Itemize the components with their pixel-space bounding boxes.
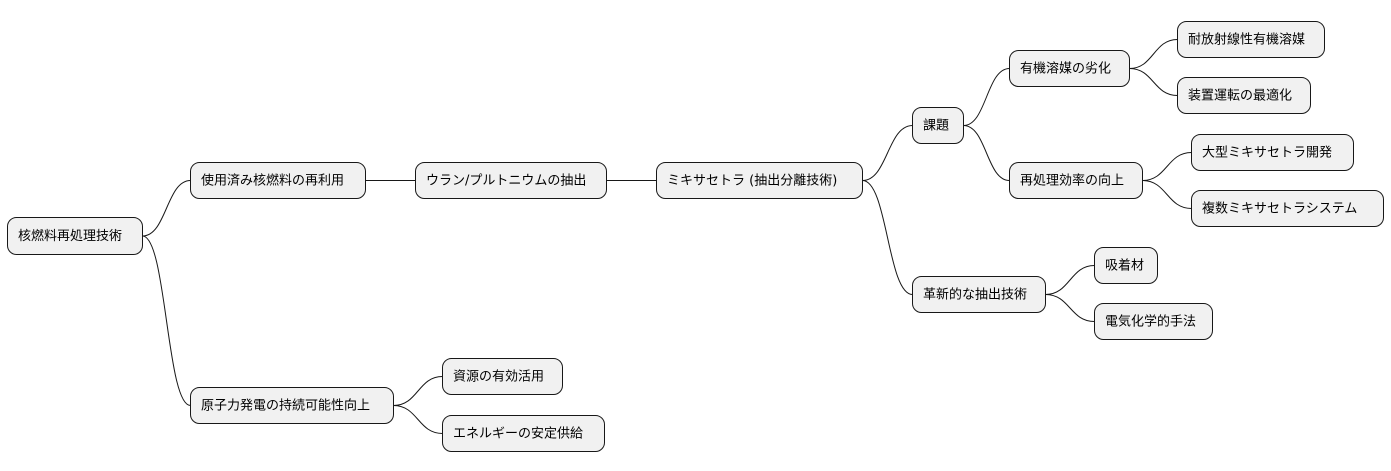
edge-root-children-0-children-0-children-0-children-1-children-1 [1045,294,1095,322]
mindmap-node-root-children-0-children-0-children-0-children-0-children-0-children-0: 耐放射線性有機溶媒 [1177,21,1325,58]
node-box [1177,21,1325,58]
edge-root-children-1 [142,235,191,406]
node-box [442,358,563,395]
node-label: ミキサセトラ (抽出分離技術) [667,174,837,189]
mindmap-node-root-children-0-children-0-children-0-children-0-children-1-children-1: 複数ミキサセトラシステム [1191,190,1384,227]
mindmap-node-root-children-0-children-0-children-0-children-1-children-0: 吸着材 [1094,247,1158,284]
mindmap-node-root-children-1: 原子力発電の持続可能性向上 [190,387,394,424]
node-label: 大型ミキサセトラ開発 [1202,146,1332,161]
node-box [190,387,394,424]
edge-root-children-0-children-0-children-0-children-1 [862,180,913,295]
mindmap-nodes: 核燃料再処理技術 使用済み核燃料の再利用 ウラン/プルトニウムの抽出 ミキサセトラ (… [7,21,1384,452]
edge-root-children-0-children-0-children-0-children-0-children-0 [963,68,1010,126]
node-box [1094,303,1213,340]
mindmap-node-root-children-0-children-0-children-0-children-0: 課題 [912,107,964,144]
node-box [1191,134,1354,171]
mindmap-node-root-children-0: 使用済み核燃料の再利用 [190,162,366,199]
mindmap-node-root-children-0-children-0-children-0-children-1-children-1: 電気化学的手法 [1094,303,1213,340]
edge-root-children-1-children-0 [393,376,443,406]
mindmap-node-root-children-0-children-0-children-0-children-0-children-1-children-0: 大型ミキサセトラ開発 [1191,134,1354,171]
mindmap-node-root-children-0-children-0: ウラン/プルトニウムの抽出 [415,162,607,199]
node-label: 有機溶媒の劣化 [1020,62,1111,77]
node-label: 電気化学的手法 [1105,314,1196,330]
node-label: 資源の有効活用 [453,370,544,385]
node-label: ウラン/プルトニウムの抽出 [426,174,586,189]
mindmap-node-root-children-1-children-0: 資源の有効活用 [442,358,563,395]
node-label: 使用済み核燃料の再利用 [201,173,344,189]
node-box [1009,162,1143,199]
node-label: 原子力発電の持続可能性向上 [201,398,370,414]
mindmap-node-root-children-0-children-0-children-0-children-0-children-1: 再処理効率の向上 [1009,162,1143,199]
node-box [442,415,605,452]
edge-root-children-0 [142,180,191,237]
node-box [1009,50,1130,87]
mindmap-node-root-children-0-children-0-children-0-children-1: 革新的な抽出技術 [912,276,1046,313]
edge-root-children-0-children-0-children-0-children-0-children-0-children-1 [1129,68,1178,96]
node-box [7,217,143,255]
node-box [1191,190,1384,227]
node-box [1177,77,1311,114]
node-label: 吸着材 [1105,258,1144,274]
node-label: エネルギーの安定供給 [453,427,583,442]
edge-root-children-0-children-0-children-0-children-0 [862,125,913,181]
node-label: 課題 [923,118,949,134]
mindmap-edges [142,39,1192,434]
edge-root-children-1-children-1 [393,405,443,434]
edge-root-children-0-children-0-children-0-children-0-children-1-children-1 [1142,180,1192,209]
mindmap-node-root-children-0-children-0-children-0-children-0-children-0-children-1: 装置運転の最適化 [1177,77,1311,114]
node-box [912,276,1046,313]
mindmap-node-root-children-0-children-0-children-0: ミキサセトラ (抽出分離技術) [656,162,863,199]
node-label: 再処理効率の向上 [1020,173,1124,189]
node-label: 核燃料再処理技術 [18,228,122,244]
node-box [912,107,964,144]
edge-root-children-0-children-0-children-0-children-1-children-0 [1045,265,1095,295]
node-label: 耐放射線性有機溶媒 [1188,32,1305,48]
node-box [190,162,366,199]
node-box [415,162,607,199]
node-box [656,162,863,199]
node-label: 装置運転の最適化 [1188,88,1292,104]
mindmap-node-root-children-0-children-0-children-0-children-0-children-0: 有機溶媒の劣化 [1009,50,1130,87]
mindmap-node-root: 核燃料再処理技術 [7,217,143,255]
node-label: 複数ミキサセトラシステム [1202,201,1357,217]
node-box [1094,247,1158,284]
mindmap-node-root-children-1-children-1: エネルギーの安定供給 [442,415,605,452]
edge-root-children-0-children-0-children-0-children-0-children-1-children-0 [1142,152,1192,181]
node-label: 革新的な抽出技術 [923,287,1027,303]
edge-root-children-0-children-0-children-0-children-0-children-0-children-0 [1129,39,1178,69]
edge-root-children-0-children-0-children-0-children-0-children-1 [963,125,1010,181]
